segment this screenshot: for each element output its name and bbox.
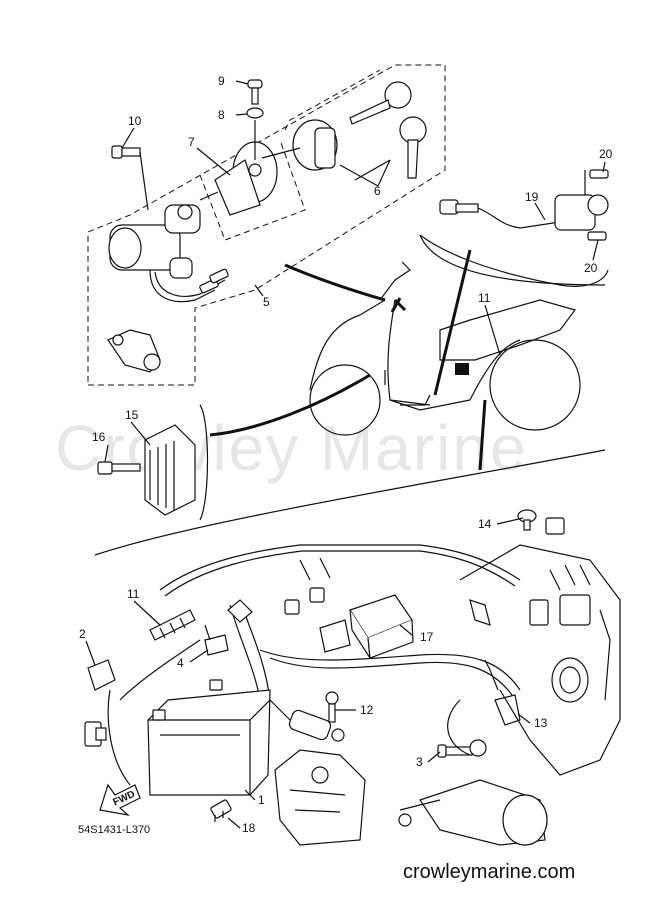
ecu-location-mark	[455, 363, 469, 375]
keys	[349, 81, 427, 181]
sensor-group	[419, 169, 609, 287]
clip-14	[517, 509, 565, 535]
callout-10: 10	[128, 114, 142, 128]
switch-cover	[199, 141, 278, 216]
leader-sensor	[433, 249, 472, 396]
leader-rectifier	[209, 373, 371, 437]
main-switch	[108, 204, 229, 303]
rectifier-regulator	[97, 424, 196, 516]
engine-case	[274, 749, 366, 846]
washer-8	[246, 107, 264, 160]
callout-14: 14	[478, 517, 492, 531]
watermark: Crowley Marine	[55, 412, 528, 484]
relay-connectors	[227, 587, 351, 653]
switch-bracket	[107, 329, 161, 373]
leader-main-switch	[284, 263, 386, 302]
leader-harness	[478, 399, 487, 471]
callout-18: 18	[242, 821, 256, 835]
callout-11-top: 11	[478, 291, 491, 305]
engine-block	[459, 544, 621, 776]
callout-5: 5	[263, 295, 270, 309]
callout-13: 13	[534, 716, 548, 730]
callout-3: 3	[416, 755, 423, 769]
bracket-4	[204, 624, 229, 656]
starter-motor	[398, 699, 548, 846]
callout-16: 16	[92, 430, 106, 444]
lock-cylinder	[261, 119, 338, 171]
scooter-outline	[309, 261, 581, 436]
drawing-code: 54S1431-L370	[78, 824, 150, 836]
callout-12: 12	[360, 703, 374, 717]
fwd-arrow: FWD	[99, 783, 141, 816]
callout-4: 4	[177, 656, 184, 670]
callout-17: 17	[420, 630, 434, 644]
callout-15: 15	[125, 408, 139, 422]
callout-20-bottom: 20	[584, 261, 598, 275]
callout-6: 6	[374, 184, 381, 198]
callout-8: 8	[218, 108, 225, 122]
control-unit-17	[349, 594, 414, 659]
sensor-13	[484, 659, 521, 726]
bolt-12	[325, 691, 339, 723]
callout-9: 9	[218, 74, 225, 88]
callout-1: 1	[258, 793, 265, 807]
callout-11-bottom: 11	[127, 587, 140, 601]
harness-wrap-11	[149, 609, 196, 641]
starter-relay	[288, 709, 345, 742]
fuse	[210, 799, 232, 822]
wire-harness	[107, 544, 521, 786]
connector-bracket-2	[84, 659, 116, 747]
callout-2: 2	[79, 627, 86, 641]
website-link[interactable]: crowleymarine.com	[403, 861, 575, 883]
ignition-key-group	[87, 64, 446, 386]
bolt-10	[111, 145, 149, 211]
battery	[147, 679, 271, 796]
callout-7: 7	[188, 135, 195, 149]
callout-19: 19	[525, 190, 539, 204]
callout-leaders	[85, 80, 606, 829]
callout-20-top: 20	[599, 147, 613, 161]
screw-9	[247, 79, 263, 105]
